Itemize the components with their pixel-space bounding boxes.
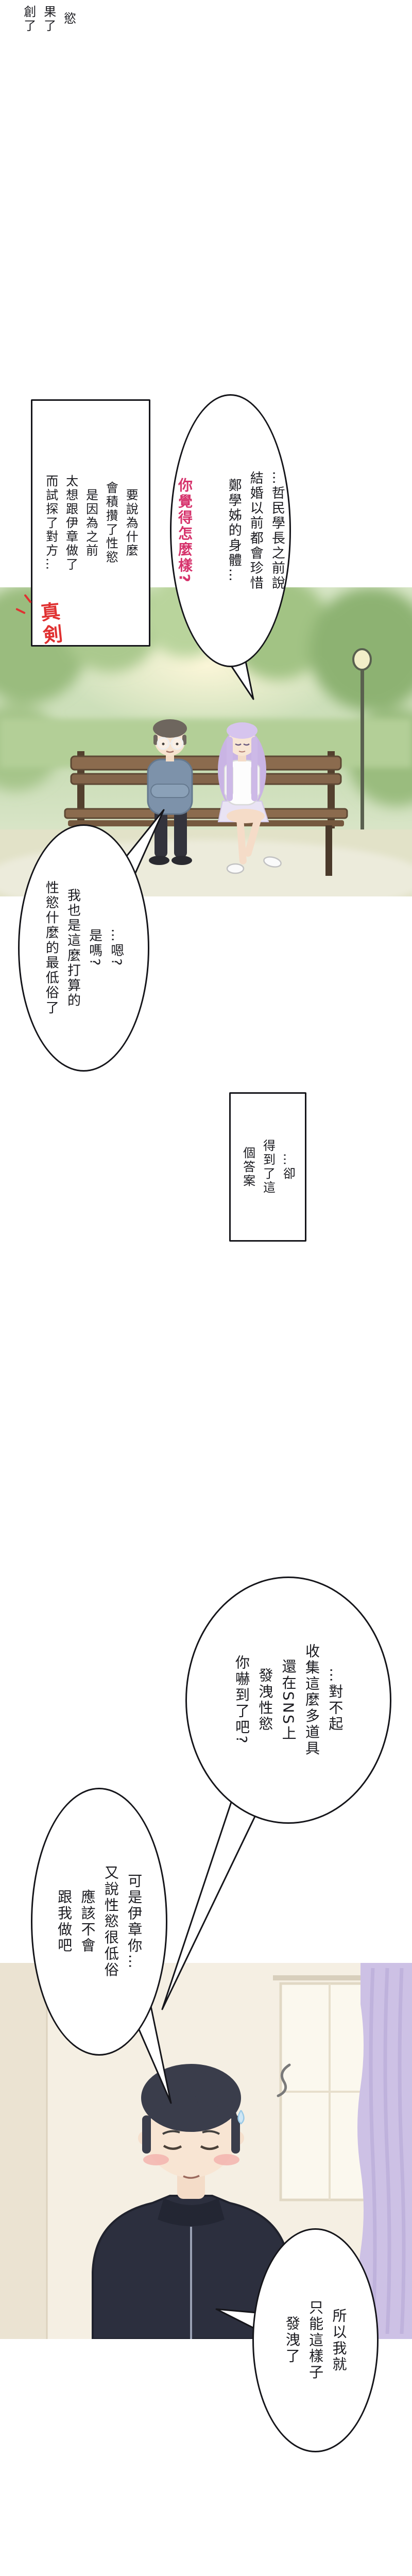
speech-bubble-concern: 可是伊章你… 又說性慾很低俗 應該不會 跟我做吧 — [31, 1788, 167, 2056]
lamp-post — [352, 648, 372, 829]
speech-bubble-confess-text: 所以我就 只能這樣子 發洩了 — [283, 2300, 348, 2381]
narration-box-motive-text: 要說為什麼 會積攢了性慾 是因為之前 太想跟伊章做了 而試探了對方… — [43, 474, 139, 572]
narration-box-motive: 要說為什麼 會積攢了性慾 是因為之前 太想跟伊章做了 而試探了對方… — [31, 399, 150, 647]
speech-bubble-reply: …嗯? 是嗎? 我也是這麼打算的 性慾什麼的最低俗了 — [18, 824, 149, 1072]
speech-bubble-senior-main: …哲民學長之前說 結婚以前都會珍惜 鄭學姊的身體… — [226, 470, 285, 591]
speech-bubble-reply-text: …嗯? 是嗎? 我也是這麼打算的 性慾什麼的最低俗了 — [43, 880, 124, 1016]
speech-fragment-top: 慾 果了 創了 — [21, 5, 76, 33]
speech-bubble-senior-text: …哲民學長之前說 結婚以前都會珍惜 鄭學姊的身體… 你覺得怎麼樣? — [151, 471, 310, 591]
curtain — [357, 1963, 412, 2339]
sigh-mark-icon — [277, 2063, 291, 2097]
speech-bubble-confess: 所以我就 只能這樣子 發洩了 — [252, 2228, 379, 2452]
woman-on-bench — [217, 722, 282, 874]
sweat-drop-icon — [237, 2110, 245, 2125]
narration-box-answer-text: …卻 得到了這 個答案 — [241, 1139, 296, 1195]
narration-box-answer: …卻 得到了這 個答案 — [229, 1092, 306, 1242]
blushing-man — [92, 2064, 290, 2340]
speech-bubble-concern-text: 可是伊章你… 又說性慾很低俗 應該不會 跟我做吧 — [56, 1865, 143, 1978]
speech-bubble-senior-highlight: 你覺得怎麼樣? — [176, 477, 193, 584]
man-on-bench — [147, 719, 193, 865]
speech-bubble-apology: …對不起 收集這麼多道具 還在SNS上 發洩性慾 你嚇到了吧? — [185, 1577, 391, 1824]
park-bench — [64, 751, 348, 876]
sfx-shinken: 真剣 — [36, 600, 64, 649]
speech-bubble-senior: …哲民學長之前說 結婚以前都會珍惜 鄭學姊的身體… 你覺得怎麼樣? — [170, 394, 291, 667]
speech-bubble-apology-text: …對不起 收集這麼多道具 還在SNS上 發洩性慾 你嚇到了吧? — [233, 1643, 344, 1757]
